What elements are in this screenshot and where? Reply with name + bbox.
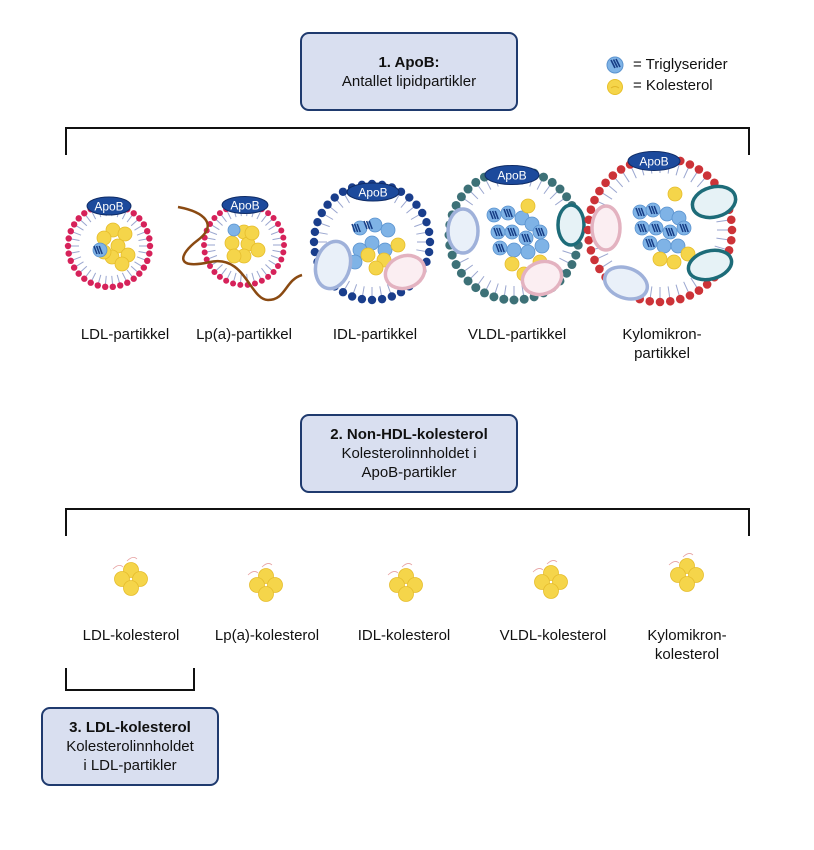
non-hdl-box-line-1: Kolesterolinnholdet i	[341, 445, 477, 462]
apob-box: 1. ApoB: Antallet lipidpartikler	[300, 32, 518, 111]
particle-label-text: partikkel	[634, 345, 690, 362]
cholesterol	[504, 256, 520, 272]
cholesterol	[680, 246, 696, 262]
cholesterol-cluster-vldl	[532, 560, 568, 599]
apolipoprotein	[602, 265, 650, 301]
cholesterol	[679, 576, 695, 592]
apob-tag	[221, 196, 269, 214]
ldl-box-line-1: Kolesterolinnholdet	[66, 738, 194, 755]
apob-tag-label: ApoB	[94, 200, 123, 214]
triglyceride-icon	[606, 56, 624, 73]
cholesterol	[666, 254, 682, 270]
apolipoprotein	[690, 184, 738, 220]
particle-label-text: IDL-partikkel	[332, 326, 418, 343]
legend: = Triglyserider = Kolesterol	[605, 54, 728, 96]
cholesterol	[543, 583, 559, 599]
legend-item-triglycerides: = Triglyserider	[605, 54, 728, 75]
ldl-particle: ApoB	[64, 196, 154, 291]
cholesterol	[368, 260, 384, 276]
apolipoprotein	[520, 259, 564, 297]
apob-tag	[346, 182, 400, 202]
triglyceride	[227, 223, 241, 237]
apob-tag-label: ApoB	[497, 169, 526, 183]
cholesterol-cluster-chylomicron	[668, 553, 704, 592]
cholesterol	[652, 251, 668, 267]
cholesterol	[226, 248, 242, 264]
cholesterol-label-text: Kylomikron-	[647, 627, 727, 644]
cholesterol	[258, 586, 274, 602]
cholesterol-cluster-ldl	[112, 557, 148, 596]
apob-tag	[484, 165, 540, 185]
apob-tag	[86, 196, 132, 216]
cholesterol	[390, 237, 406, 253]
cholesterol	[250, 242, 266, 258]
cholesterol-label-text: IDL-kolesterol	[357, 627, 451, 644]
apob-tag-label: ApoB	[639, 155, 668, 169]
cholesterol-cluster-lpa	[247, 563, 283, 602]
particle-label-vldl: VLDL-partikkel	[447, 325, 587, 344]
ldl-bracket	[65, 668, 195, 691]
legend-cholesterol-label: = Kolesterol	[633, 77, 713, 94]
cholesterol-label-text: LDL-kolesterol	[82, 627, 180, 644]
apob-tag	[627, 151, 681, 171]
cholesterol-label-lpa: Lp(a)-kolesterol	[197, 626, 337, 645]
cholesterol-label-text: kolesterol	[654, 646, 720, 663]
cholesterol-label-chylomicron: Kylomikron- kolesterol	[617, 626, 757, 664]
apob-box-line-1: Antallet lipidpartikler	[341, 72, 477, 90]
apolipoprotein	[383, 253, 427, 291]
particle-label-text: Lp(a)-partikkel	[196, 326, 292, 343]
cholesterol	[398, 586, 414, 602]
cholesterol	[244, 225, 260, 241]
particle-label-lpa: Lp(a)-partikkel	[174, 325, 314, 344]
apolipoprotein-a-strand	[177, 205, 303, 302]
triglyceride	[534, 238, 550, 254]
apob-box-title: 1. ApoB:	[378, 53, 440, 71]
legend-triglycerides-label: = Triglyserider	[633, 56, 728, 73]
cholesterol-label-text: Lp(a)-kolesterol	[214, 627, 320, 644]
cholesterol	[114, 256, 130, 272]
non-hdl-bracket	[65, 508, 750, 536]
non-hdl-box-line-2: ApoB-partikler	[361, 464, 457, 481]
particle-label-text: Kylomikron-	[622, 326, 702, 343]
particle-label-ldl: LDL-partikkel	[55, 325, 195, 344]
lpa-particle: ApoB	[177, 196, 303, 302]
cholesterol	[360, 247, 376, 263]
non-hdl-box: 2. Non-HDL-kolesterol Kolesterolinnholde…	[300, 414, 518, 493]
cholesterol	[667, 186, 683, 202]
apolipoprotein	[313, 239, 353, 291]
ldl-box-title: 3. LDL-kolesterol	[69, 719, 191, 736]
apolipoprotein	[446, 207, 480, 255]
cholesterol	[123, 580, 139, 596]
cholesterol-label-text: VLDL-kolesterol	[499, 627, 607, 644]
particle-label-text: VLDL-partikkel	[467, 326, 567, 343]
cholesterol-cluster-idl	[387, 563, 423, 602]
triglyceride	[380, 222, 396, 238]
apob-tag-label: ApoB	[358, 186, 387, 200]
idl-particle: ApoB	[309, 179, 435, 305]
particle-label-text: LDL-partikkel	[80, 326, 170, 343]
cholesterol	[117, 226, 133, 242]
cholesterol-label-ldl: LDL-kolesterol	[61, 626, 201, 645]
chylomicron-particle: ApoB	[583, 151, 738, 307]
vldl-particle: ApoB	[444, 165, 586, 305]
apob-bracket	[65, 127, 750, 155]
particle-label-idl: IDL-partikkel	[305, 325, 445, 344]
apob-tag-label: ApoB	[230, 199, 259, 213]
cholesterol	[520, 198, 536, 214]
cholesterol-label-idl: IDL-kolesterol	[334, 626, 474, 645]
triglyceride	[520, 244, 536, 260]
non-hdl-box-title: 2. Non-HDL-kolesterol	[330, 426, 488, 443]
ldl-box-line-2: i LDL-partikler	[83, 757, 177, 774]
cholesterol-icon	[607, 78, 623, 95]
apolipoprotein	[686, 248, 734, 282]
ldl-cholesterol-box: 3. LDL-kolesterol Kolesterolinnholdet i …	[41, 707, 219, 786]
cholesterol-label-vldl: VLDL-kolesterol	[483, 626, 623, 645]
legend-item-cholesterol: = Kolesterol	[605, 75, 728, 96]
apolipoprotein	[590, 204, 622, 252]
apolipoprotein	[556, 203, 586, 247]
particle-label-chylomicron: Kylomikron- partikkel	[592, 325, 732, 363]
triglyceride	[670, 238, 686, 254]
